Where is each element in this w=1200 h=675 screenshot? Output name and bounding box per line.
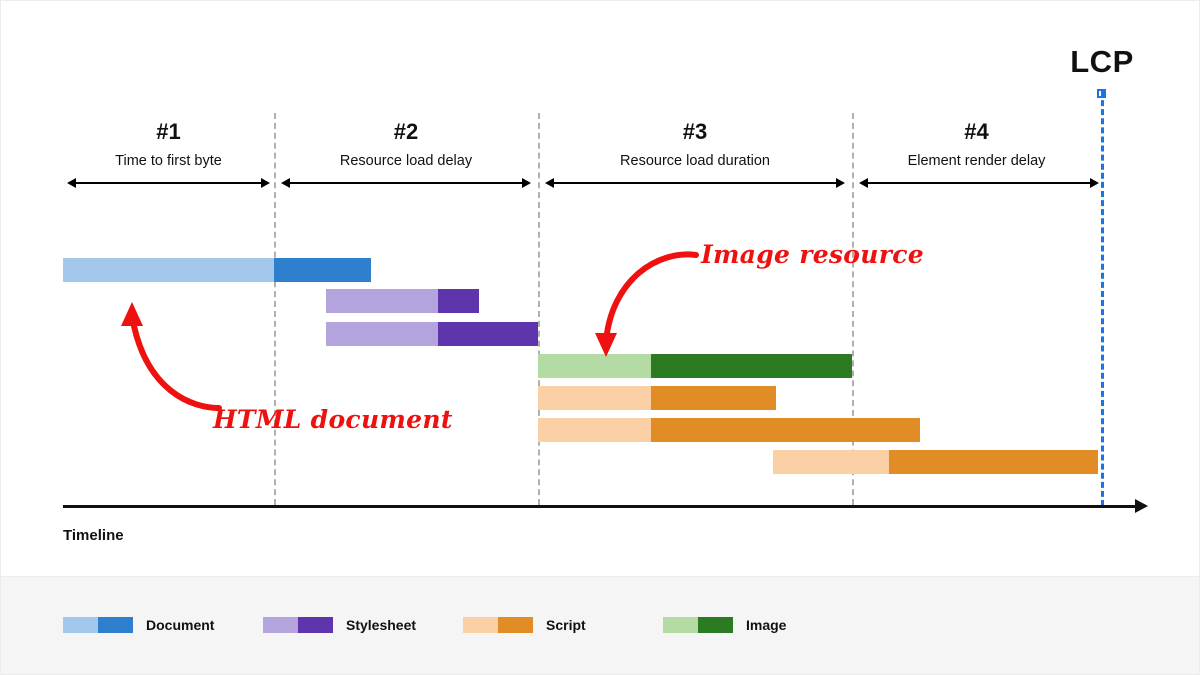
annotation-html-document: HTML document xyxy=(213,405,453,434)
waterfall-bar-script-4 xyxy=(538,386,776,410)
arrow-head-left-icon xyxy=(67,178,76,188)
bar-segment-duration xyxy=(651,386,776,410)
phase-1-number: #1 xyxy=(156,119,181,144)
chart-area: LCP #1 Time to first byte #2 Resource lo… xyxy=(1,1,1199,576)
waterfall-bar-script-5 xyxy=(538,418,920,442)
lcp-label: LCP xyxy=(1070,44,1134,79)
arrow-head-right-icon xyxy=(1090,178,1099,188)
arrow-head-left-icon xyxy=(545,178,554,188)
arrow-shaft xyxy=(866,182,1092,184)
bar-segment-duration xyxy=(651,418,920,442)
arrow-head-right-icon xyxy=(261,178,270,188)
legend-item-image[interactable]: Image xyxy=(663,614,786,636)
phase-2-number: #2 xyxy=(393,119,419,144)
timeline-axis-arrow-icon xyxy=(1135,499,1148,513)
waterfall-bar-document-0 xyxy=(63,258,371,282)
waterfall-bar-image-3 xyxy=(538,354,852,378)
legend-swatch-dark xyxy=(498,617,533,633)
legend-label: Stylesheet xyxy=(346,617,417,633)
phase-3-name: Resource load duration xyxy=(620,153,770,169)
legend-item-document[interactable]: Document xyxy=(63,614,214,636)
bar-segment-delay xyxy=(326,289,438,313)
phase-divider-1 xyxy=(274,113,276,505)
legend-swatch-stylesheet xyxy=(263,617,333,633)
phase-1-name: Time to first byte xyxy=(115,153,222,169)
phase-divider-2 xyxy=(538,113,540,505)
waterfall-bar-stylesheet-2 xyxy=(326,322,538,346)
bar-segment-duration xyxy=(651,354,852,378)
waterfall-bar-script-6 xyxy=(773,450,1098,474)
legend-swatch-dark xyxy=(98,617,133,633)
phase-2: #2 Resource load delay xyxy=(274,119,538,170)
legend-label: Script xyxy=(546,617,586,633)
legend-swatch-document xyxy=(63,617,133,633)
waterfall-bar-stylesheet-1 xyxy=(326,289,479,313)
phase-3-number: #3 xyxy=(682,119,708,144)
legend-swatch-light xyxy=(263,617,298,633)
image-resource-arrow-icon xyxy=(595,251,699,357)
phase-3-measure-arrow xyxy=(545,178,845,188)
timeline-axis xyxy=(63,505,1138,508)
lcp-marker-line xyxy=(1101,91,1104,506)
phase-2-name: Resource load delay xyxy=(339,153,473,169)
phase-2-measure-arrow xyxy=(281,178,531,188)
arrow-shaft xyxy=(74,182,263,184)
annotation-image-resource: Image resource xyxy=(701,240,924,269)
bar-segment-delay xyxy=(538,354,651,378)
bar-segment-delay xyxy=(773,450,889,474)
phase-4: #4 Element render delay xyxy=(852,119,1101,170)
arrow-head-left-icon xyxy=(281,178,290,188)
arrow-head-right-icon xyxy=(522,178,531,188)
arrow-shaft xyxy=(288,182,524,184)
html-document-arrow-icon xyxy=(121,302,222,411)
legend-swatch-dark xyxy=(298,617,333,633)
legend-swatch-light xyxy=(663,617,698,633)
bar-segment-delay xyxy=(538,386,651,410)
legend-swatch-light xyxy=(463,617,498,633)
phase-4-measure-arrow xyxy=(859,178,1099,188)
legend-swatch-dark xyxy=(698,617,733,633)
phase-1: #1 Time to first byte xyxy=(63,119,274,170)
legend-swatch-script xyxy=(463,617,533,633)
legend-swatch-light xyxy=(63,617,98,633)
phase-4-number: #4 xyxy=(964,119,989,144)
phase-divider-3 xyxy=(852,113,854,505)
bar-segment-duration xyxy=(274,258,371,282)
bar-segment-delay xyxy=(63,258,274,282)
timeline-axis-label: Timeline xyxy=(63,527,124,544)
arrow-head-right-icon xyxy=(836,178,845,188)
bar-segment-duration xyxy=(438,322,538,346)
legend-swatch-image xyxy=(663,617,733,633)
arrow-head-left-icon xyxy=(859,178,868,188)
legend: Document Stylesheet Script Image xyxy=(1,576,1199,674)
legend-label: Document xyxy=(146,617,215,633)
phase-1-measure-arrow xyxy=(67,178,270,188)
phase-3: #3 Resource load duration xyxy=(538,119,852,170)
legend-item-script[interactable]: Script xyxy=(463,614,586,636)
arrow-shaft xyxy=(552,182,838,184)
legend-label: Image xyxy=(746,617,787,633)
bar-segment-duration xyxy=(889,450,1098,474)
bar-segment-delay xyxy=(538,418,651,442)
phase-4-name: Element render delay xyxy=(907,153,1046,169)
bar-segment-delay xyxy=(326,322,438,346)
legend-item-stylesheet[interactable]: Stylesheet xyxy=(263,614,416,636)
bar-segment-duration xyxy=(438,289,479,313)
